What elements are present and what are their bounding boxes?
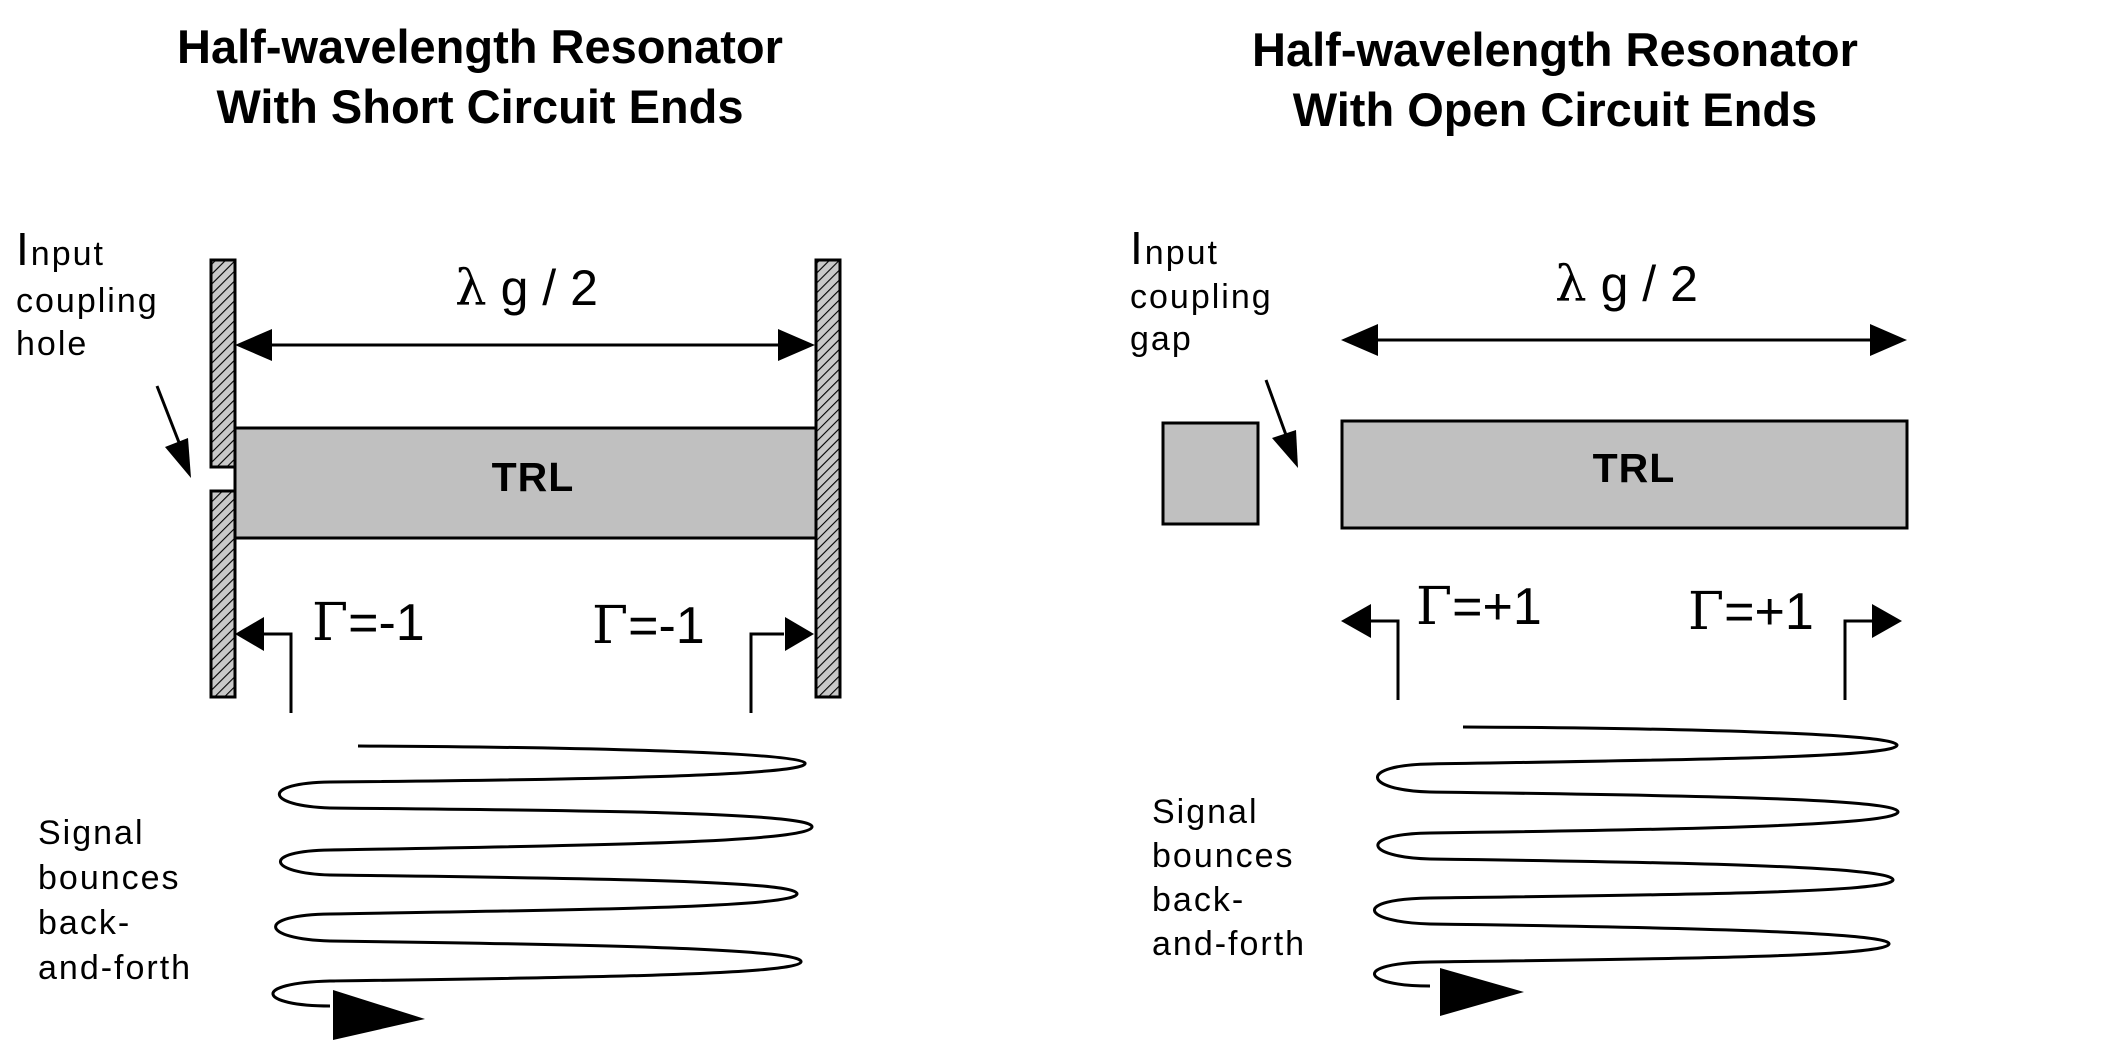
short-circuit-signal-label-line3: back- [38, 904, 131, 942]
short-circuit-length-arrow [235, 329, 815, 361]
open-circuit-left-reflection-arrow [1341, 604, 1400, 700]
short-circuit-bouncing-signal [271, 744, 814, 1008]
short-circuit-signal-label-line2: bounces [38, 859, 181, 897]
open-circuit-length-label: λ g / 2 [1555, 255, 1698, 313]
short-circuit-right-wall [814, 258, 842, 699]
short-circuit-input-label-line2: coupling [16, 282, 159, 320]
open-circuit-signal-label-line3: back- [1152, 881, 1245, 919]
open-circuit-length-arrow [1341, 324, 1907, 356]
short-circuit-title-line1: Half-wavelength Resonator [177, 20, 783, 73]
open-circuit-signal-label-line1: Signal [1152, 793, 1259, 831]
coupling-hole-pointer-arrow [155, 385, 191, 478]
open-circuit-signal-label-line4: and-forth [1152, 925, 1306, 963]
short-circuit-right-reflection-label: Γ=-1 [592, 596, 705, 656]
open-circuit-input-label-line3: gap [1130, 320, 1193, 358]
short-circuit-signal-label-line1: Signal [38, 814, 145, 852]
open-circuit-left-reflection-label: Γ=+1 [1416, 577, 1542, 637]
short-circuit-left-wall-upper [209, 258, 237, 469]
short-circuit-left-reflection-arrow [235, 617, 293, 713]
open-circuit-trl-label: TRL [1593, 445, 1676, 491]
open-circuit-title-line2: With Open Circuit Ends [1293, 83, 1817, 136]
open-circuit-coupling-stub [1161, 421, 1260, 526]
open-circuit-input-label-line2: coupling [1130, 278, 1273, 316]
open-circuit-right-reflection-label: Γ=+1 [1688, 582, 1814, 642]
short-circuit-signal-arrowhead [333, 990, 425, 1040]
open-circuit-transmission-line [1340, 419, 1909, 530]
open-circuit-right-reflection-arrow [1843, 604, 1902, 700]
short-circuit-right-reflection-arrow [749, 617, 814, 713]
coupling-gap-pointer-arrow [1264, 379, 1298, 468]
open-circuit-signal-arrowhead [1440, 968, 1524, 1016]
open-circuit-input-label-line1: Input [1130, 222, 1219, 274]
open-circuit-bouncing-signal [1373, 725, 1900, 988]
short-circuit-transmission-line [233, 426, 818, 540]
open-circuit-title-line1: Half-wavelength Resonator [1252, 23, 1858, 76]
short-circuit-title-line2: With Short Circuit Ends [216, 80, 743, 133]
short-circuit-input-label-line1: Input [16, 223, 105, 275]
short-circuit-left-reflection-label: Γ=-1 [312, 593, 425, 653]
short-circuit-trl-label: TRL [492, 454, 575, 500]
open-circuit-signal-label-line2: bounces [1152, 837, 1295, 875]
short-circuit-length-label: λ g / 2 [455, 259, 598, 317]
short-circuit-input-label-line3: hole [16, 325, 88, 363]
short-circuit-panel: Half-wavelength Resonator With Short Cir… [16, 20, 842, 1040]
open-circuit-panel: Half-wavelength Resonator With Open Circ… [1130, 23, 1909, 1016]
short-circuit-signal-label-line4: and-forth [38, 949, 192, 987]
short-circuit-left-wall-lower [209, 489, 237, 699]
